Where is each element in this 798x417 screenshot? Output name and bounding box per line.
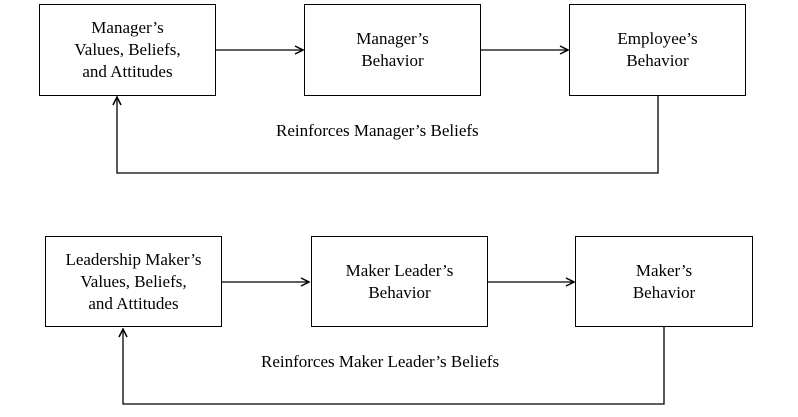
manager-values-box: Manager’s Values, Beliefs, and Attitudes	[39, 4, 216, 96]
box-line: Manager’s	[356, 29, 429, 48]
feedback-label-2: Reinforces Maker Leader’s Beliefs	[261, 352, 500, 371]
maker-leader-behavior-box: Maker Leader’s Behavior	[311, 236, 488, 327]
box-line: Behavior	[626, 51, 689, 70]
maker-behavior-box: Maker’s Behavior	[575, 236, 753, 327]
box-line: Behavior	[368, 282, 431, 302]
box-line: Maker Leader’s	[345, 260, 454, 280]
box-line: Behavior	[632, 282, 696, 302]
box-line: Behavior	[361, 51, 424, 70]
box-line: Manager’s	[91, 18, 164, 37]
box-line: Maker’s	[635, 260, 693, 280]
box-line: Values, Beliefs,	[74, 40, 181, 59]
box-line: Employee’s	[617, 29, 698, 48]
feedback-loop-2	[123, 327, 665, 405]
leadership-maker-values-box: Leadership Maker’s Values, Beliefs, and …	[45, 236, 222, 327]
box-line: Leadership Maker’s	[65, 249, 202, 269]
manager-behavior-box: Manager’s Behavior	[304, 4, 481, 96]
feedback-loop-1	[117, 96, 659, 174]
box-line: and Attitudes	[88, 293, 179, 313]
feedback-label-1: Reinforces Manager’s Beliefs	[276, 121, 479, 140]
box-line: and Attitudes	[82, 62, 173, 81]
box-line: Values, Beliefs,	[80, 271, 187, 291]
employee-behavior-box: Employee’s Behavior	[569, 4, 746, 96]
